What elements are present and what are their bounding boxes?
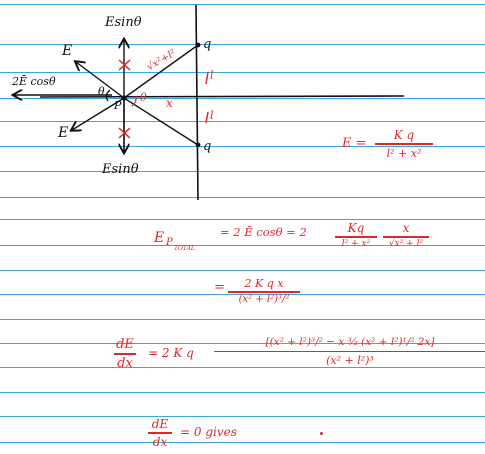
e-upper-arrow [76,62,125,99]
label-q-bottom: q [203,139,212,154]
eq4-lhs-numerator: dE [151,417,169,431]
ruled-line [0,392,485,393]
label-l-bottom: l [210,109,214,122]
ruled-line [0,4,485,5]
fraction-bar [214,350,485,352]
fraction-bar [335,236,377,238]
cancel-mark-top [118,59,131,71]
ruled-line [0,44,485,45]
label-x: x [166,96,173,110]
label-theta-right: θ [140,91,147,104]
eq3-lhs-numerator: dE [116,337,134,352]
ruled-line [0,171,485,172]
ruled-line [0,146,485,147]
label-esin-bottom: Esinθ [102,162,139,177]
eq1-fraction-1: Kq l² + x² [335,222,377,249]
eq1-frac1-numerator: Kq [347,221,365,235]
eq4-lhs-denominator: dx [152,434,168,449]
label-2e-cos: 2Ē cosθ [12,75,56,88]
eq1-lhs-subscript: P [166,237,173,248]
eq1-frac2-denominator: √x² + l² [388,238,424,249]
eq4-lhs-derivative: dE dx [148,418,172,448]
ruled-line [0,72,485,73]
fraction-bar [114,353,136,355]
ruled-line [0,197,485,198]
line-to-top-charge [123,44,199,99]
ruled-line [0,442,485,443]
fraction-bar [383,236,429,238]
eq1-frac1-denominator: l² + x² [341,238,371,249]
eq4-rest: = 0 gives [180,425,237,439]
eq1-lhs-subscript-total: TOTAL [174,245,195,252]
ruled-line [0,294,485,295]
eq3-prefix: = 2 K q [148,346,194,360]
line-to-bottom-charge [123,97,199,146]
top-charge-dot [195,42,201,48]
formula-e-numerator: K q [393,128,415,142]
eq2-prefix: = [214,280,225,295]
label-q-top: q [203,37,212,52]
ink-dot [320,432,323,435]
eq1-middle: = 2 Ē cosθ = 2 [220,225,307,239]
label-theta-left: θ [98,85,105,98]
eq3-lhs-derivative: dE dx [114,338,136,370]
ruled-line [0,319,485,320]
ruled-line [0,343,485,344]
fraction-bar [375,143,433,145]
point-p-dot [121,95,127,101]
eq1-frac2-numerator: x [402,221,410,235]
ruled-line [0,245,485,246]
label-l-top: l [210,69,214,82]
charge-axis-line [195,4,199,201]
label-e-upper: E [62,43,73,59]
fraction-bar [228,291,300,293]
eq3-fraction: [(x² + l²)³/² − x ³⁄₂ (x² + l²)¹/² 2x] (… [214,337,485,366]
angle-arc-left [105,89,111,102]
x-axis-line [39,95,405,98]
formula-e-lhs: E = [342,136,367,151]
label-p: P [114,99,122,112]
ruled-line [0,219,485,220]
eq2-denominator: (x² + l²)³/² [238,293,290,305]
eq3-lhs-denominator: dx [117,355,133,371]
fraction-bar [148,432,172,434]
label-e-lower: E [58,125,69,141]
angle-arc-right [131,95,137,107]
formula-e-fraction: K q l² + x² [375,129,433,159]
label-esin-top: Esinθ [105,15,142,30]
eq3-numerator: [(x² + l²)³/² − x ³⁄₂ (x² + l²)¹/² 2x] [265,336,435,348]
eq1-fraction-2: x √x² + l² [383,222,429,249]
eq3-denominator: (x² + l²)³ [326,354,374,367]
e-lower-arrow [72,97,125,130]
eq2-numerator: 2 K q x [244,277,284,290]
l-mark-top [205,71,209,85]
bottom-charge-dot [195,142,201,148]
ruled-line [0,367,485,368]
l-mark-bottom [205,111,209,124]
eq2-fraction: 2 K q x (x² + l²)³/² [228,278,300,305]
formula-e-denominator: l² + x² [386,146,422,160]
ruled-line [0,121,485,122]
ruled-line [0,416,485,417]
cancel-mark-bottom [118,127,131,139]
ruled-line [0,270,485,271]
eq1-lhs: E [154,230,165,246]
ruled-line [0,98,485,99]
